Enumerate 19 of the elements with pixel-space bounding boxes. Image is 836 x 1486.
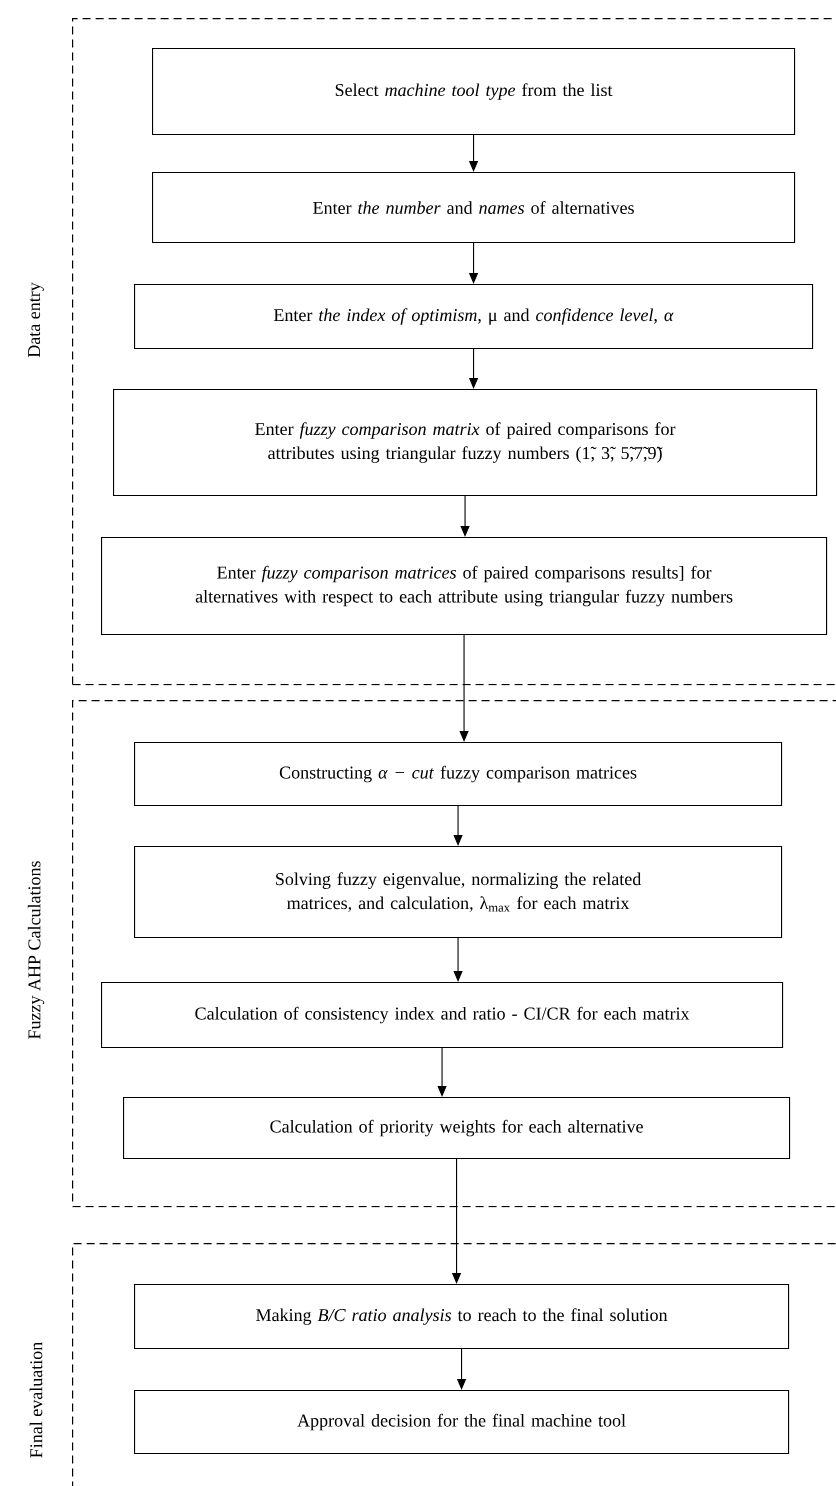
arrow [459,634,469,742]
panel-label: Fuzzy AHP Calculations [27,861,45,1039]
process-box: Approval decision for the final machine tool [134,1390,790,1455]
process-box: Constructing α − cut fuzzy comparison matrices [134,742,783,807]
panel-label: Data entry [28,282,44,358]
process-box: Calculation of priority weights for each alternative [123,1097,791,1160]
process-box: Enter fuzzy comparison matrix of paired comparisons for attributes using triangular fuzzy numbers (1̃, 3̃, 5̃,7̃,9̃) [113,389,818,497]
arrow [460,495,470,537]
arrow [453,937,463,982]
panel-label: Final evaluation [29,1342,43,1458]
process-box: Solving fuzzy eigenvalue, normalizing the related matrices, and calculation, λ$_{max}$ for each matrix [134,846,783,939]
process-box: Enter the number and names of alternatives [152,172,796,244]
process-box: Calculation of consistency index and ratio - CI/CR for each matrix [101,982,784,1049]
arrow [437,1047,447,1097]
process-box: Select machine tool type from the list [152,48,796,136]
process-box: Enter fuzzy comparison matrices of paired comparisons results] for alternatives with respect to each attribute using triangular fuzzy numbers [101,537,828,636]
arrow [453,805,463,846]
process-box: Enter the index of optimism, μ and confidence level, α [134,284,814,350]
process-box: Making B/C ratio analysis to reach to the final solution [134,1284,790,1350]
